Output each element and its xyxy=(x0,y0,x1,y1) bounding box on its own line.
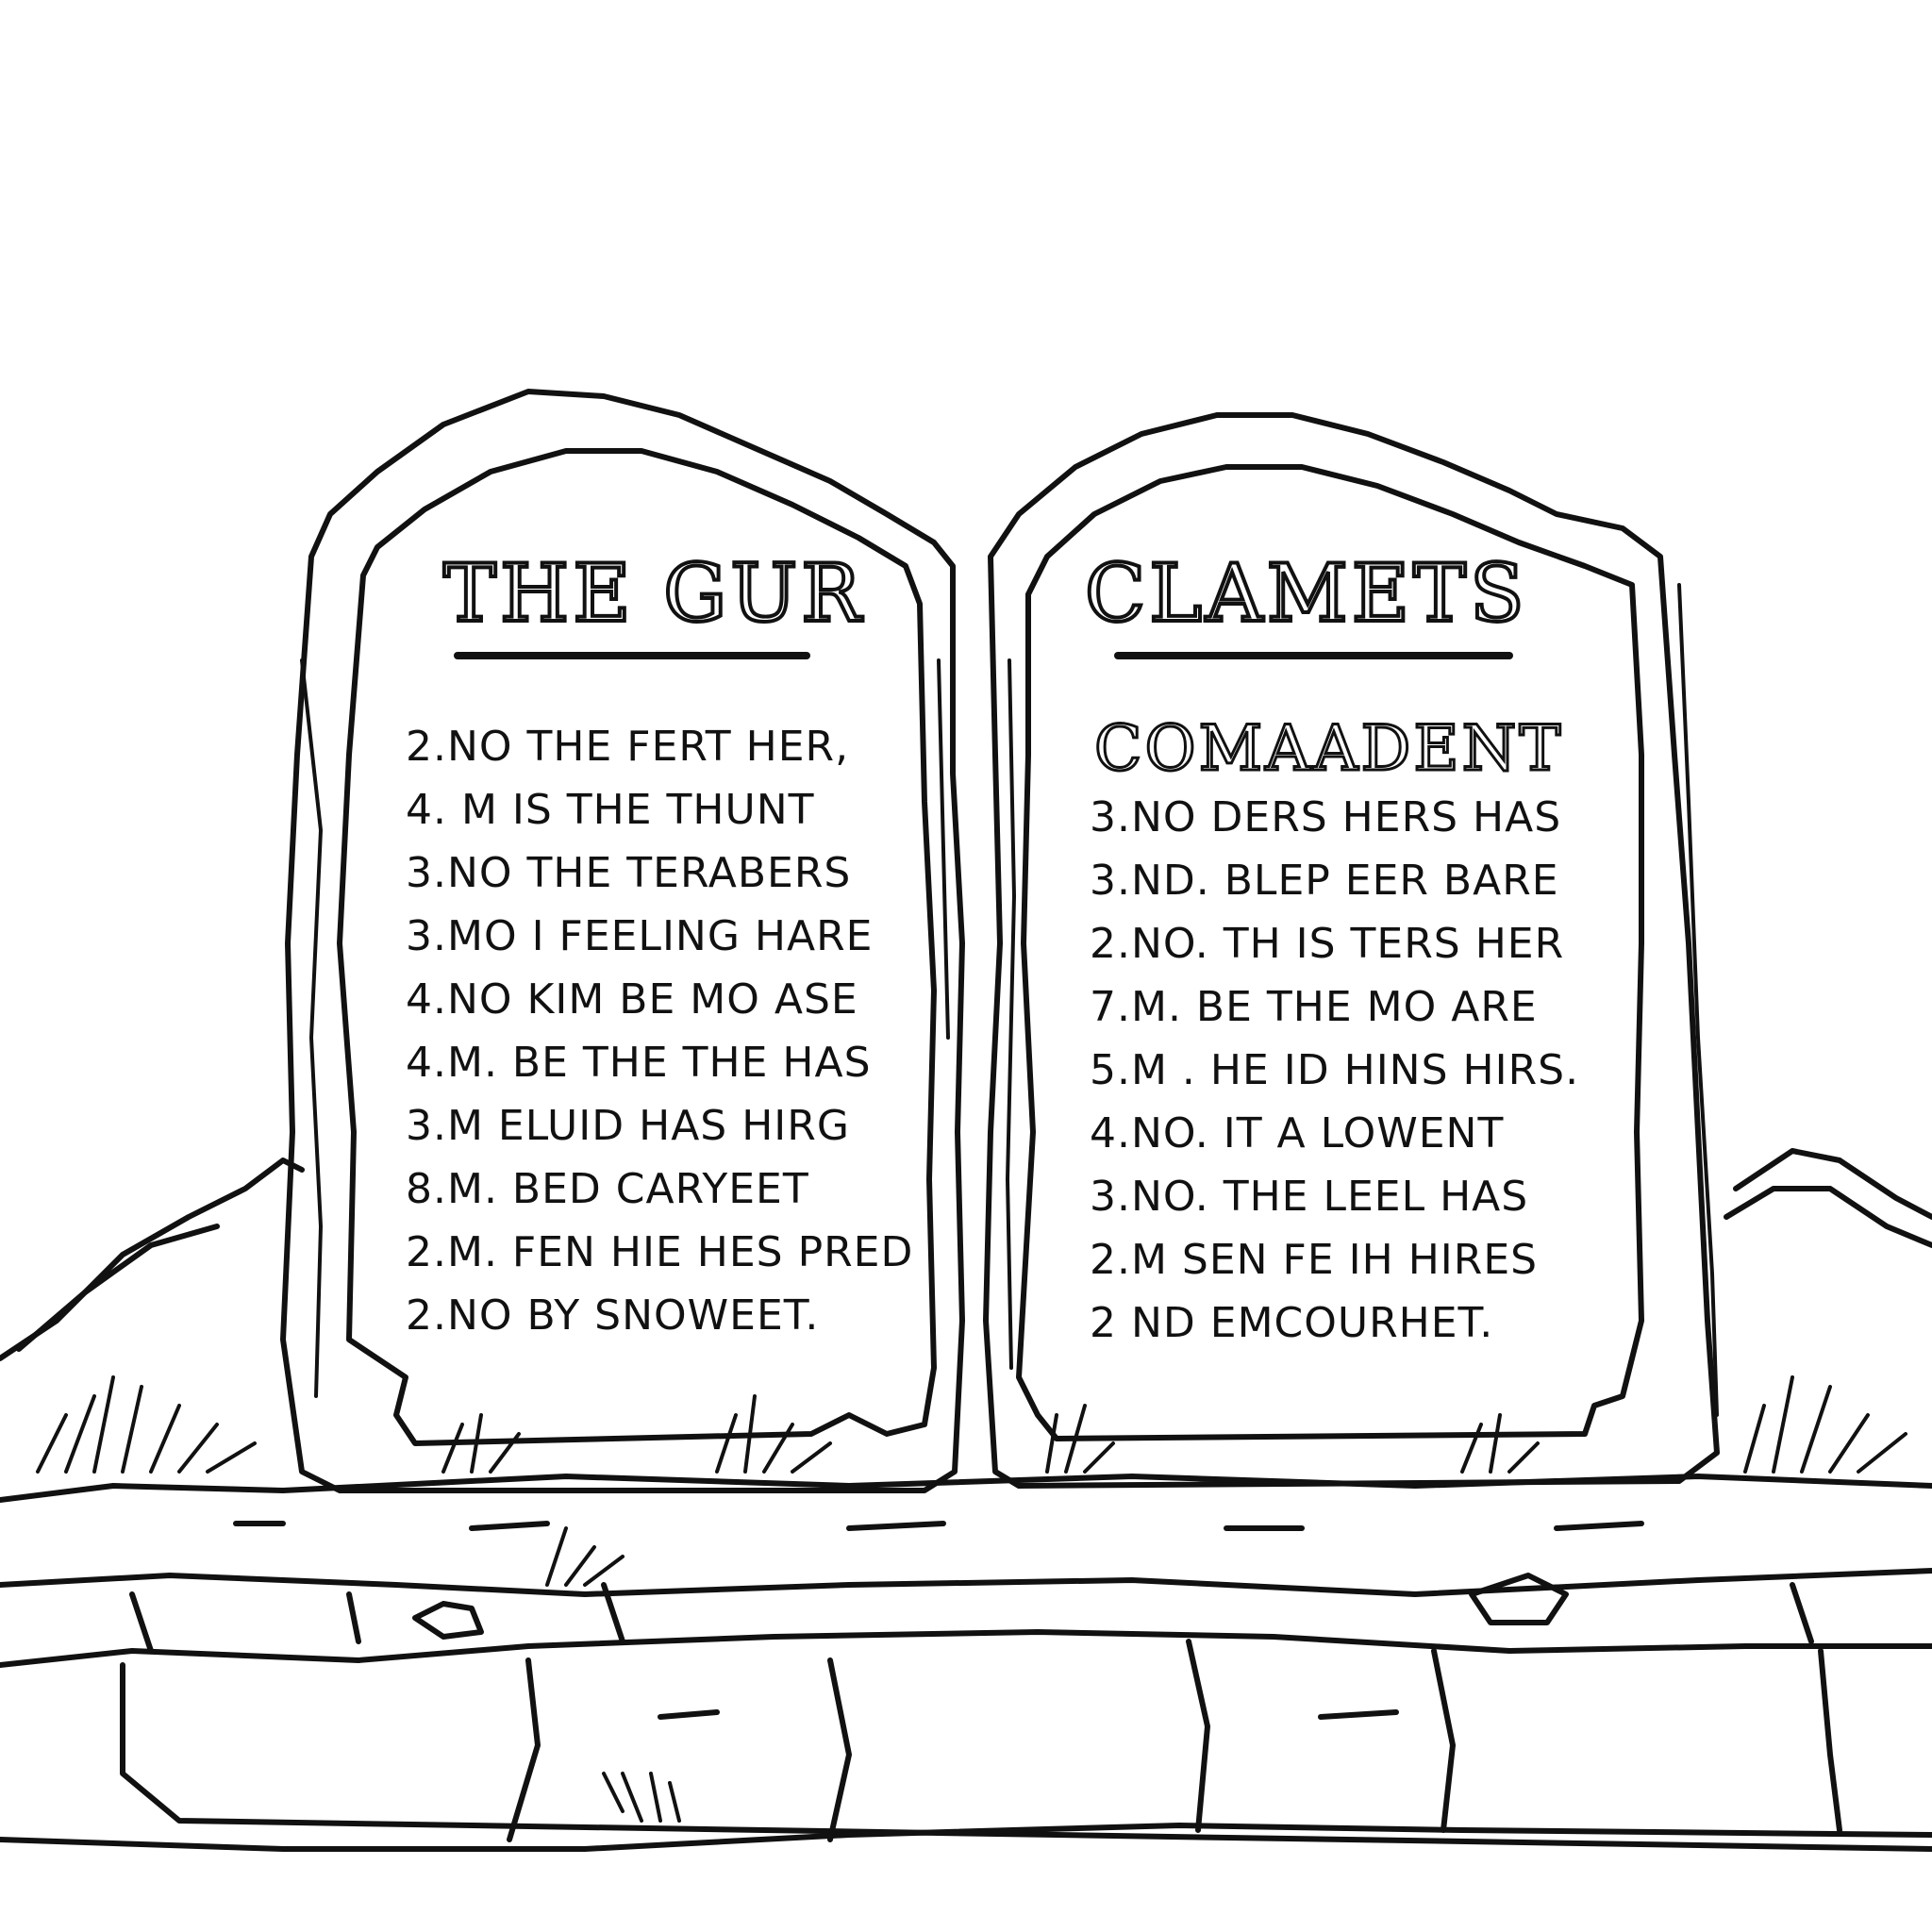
right-tablet-title: CLAMETS xyxy=(1083,545,1528,641)
rule-item: 4.M. BE THE THE HAS xyxy=(406,1042,913,1106)
rule-text: 4.NO. IT A LOWENT xyxy=(1090,1109,1505,1158)
rule-text: 2.NO BY SNOWEET. xyxy=(406,1291,820,1340)
rule-text: 3.NO DERS HERS HAS xyxy=(1090,793,1562,841)
left-tablet-rules: 2.NO THE FERT HER, 4. M IS THE THUNT 3.N… xyxy=(406,726,913,1358)
rule-item: 3.ND. BLEP EER BARE xyxy=(1090,860,1579,924)
rule-item: 4.NO. IT A LOWENT xyxy=(1090,1113,1579,1176)
rule-text: 2 ND EMCOURHET. xyxy=(1090,1299,1494,1347)
rule-item: 3.NO. THE LEEL HAS xyxy=(1090,1176,1579,1240)
grass-tufts xyxy=(36,1375,1907,1823)
rule-item: 5.M . HE ID HINS HIRS. xyxy=(1090,1050,1579,1113)
rule-item: 7.M. BE THE MO ARE xyxy=(1090,987,1579,1050)
right-tablet-outline xyxy=(983,412,1720,1489)
rule-item: 3.MO I FEELING HARE xyxy=(406,916,913,979)
rule-item: 8.M. BED CARYEET xyxy=(406,1169,913,1232)
rule-text: 3.M ELUID HAS HIRG xyxy=(406,1102,850,1150)
rule-text: 7.M. BE THE MO ARE xyxy=(1090,983,1538,1031)
ground-ledge xyxy=(0,1474,1932,1852)
rule-item: 2.NO BY SNOWEET. xyxy=(406,1295,913,1358)
rule-text: 8.M. BED CARYEET xyxy=(406,1165,809,1213)
rule-item: 3.NO THE TERABERS xyxy=(406,853,913,916)
rule-text: 2.NO. TH IS TERS HER xyxy=(1090,920,1565,968)
rule-item: 2.NO THE FERT HER, xyxy=(406,726,913,790)
rule-item: 2.M SEN FE IH HIRES xyxy=(1090,1240,1579,1303)
rule-text: 3.ND. BLEP EER BARE xyxy=(1090,857,1559,905)
rule-item: 2 ND EMCOURHET. xyxy=(1090,1303,1579,1366)
rule-text: 2.NO THE FERT HER, xyxy=(406,723,850,771)
rule-item: 4. M IS THE THUNT xyxy=(406,790,913,853)
rule-text: 5.M . HE ID HINS HIRS. xyxy=(1090,1046,1580,1094)
rule-item: 4.NO KIM BE MO ASE xyxy=(406,979,913,1042)
rule-text: 2.M SEN FE IH HIRES xyxy=(1090,1236,1539,1284)
rule-item: 2.M. FEN HIE HES PRED xyxy=(406,1232,913,1295)
rule-text: 4.NO KIM BE MO ASE xyxy=(406,975,858,1024)
left-tablet-outline xyxy=(280,389,965,1493)
rule-text: 3.MO I FEELING HARE xyxy=(406,912,874,960)
rule-item: 3.NO DERS HERS HAS xyxy=(1090,797,1579,860)
rule-item: 3.M ELUID HAS HIRG xyxy=(406,1106,913,1169)
rule-text: 3.NO. THE LEEL HAS xyxy=(1090,1173,1529,1221)
rule-text: 2.M. FEN HIE HES PRED xyxy=(406,1228,914,1276)
rule-item: 2.NO. TH IS TERS HER xyxy=(1090,924,1579,987)
left-tablet-title: THE GUR xyxy=(441,545,865,641)
background-hills xyxy=(0,1148,1932,1361)
rule-text: 3.NO THE TERABERS xyxy=(406,849,852,897)
rule-text: 4. M IS THE THUNT xyxy=(406,786,815,834)
right-tablet-subtitle: COMAADENT xyxy=(1092,711,1564,787)
right-tablet-rules: 3.NO DERS HERS HAS 3.ND. BLEP EER BARE 2… xyxy=(1090,797,1579,1366)
rule-text: 4.M. BE THE THE HAS xyxy=(406,1039,872,1087)
